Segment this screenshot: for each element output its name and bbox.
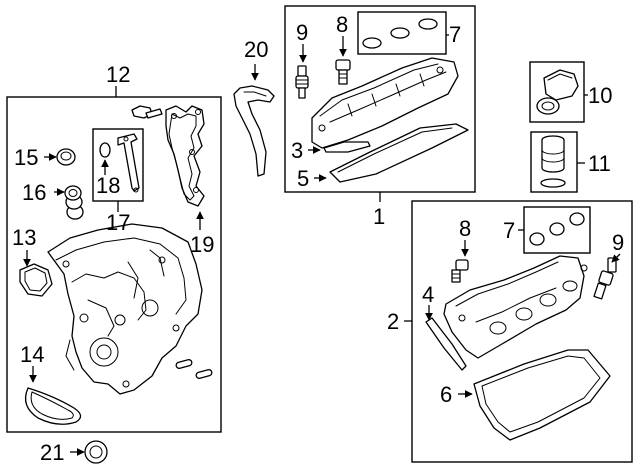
callout-5: 5	[297, 166, 309, 191]
part-9-sensor-top	[295, 65, 309, 99]
timing-cover	[47, 223, 203, 395]
callout-1: 1	[373, 204, 385, 229]
callout-21: 21	[40, 440, 64, 465]
part-5-gasket	[329, 123, 469, 183]
part-11-filter-adapter	[540, 135, 566, 188]
bolt-part	[131, 105, 163, 119]
callout-20: 20	[244, 37, 268, 62]
callout-13: 13	[12, 225, 36, 250]
callout-7-bottom: 7	[503, 218, 515, 243]
part-14-gasket	[24, 387, 82, 425]
callout-14: 14	[20, 342, 44, 367]
callout-17: 17	[106, 210, 130, 235]
dowel-pins	[175, 359, 213, 379]
callout-2: 2	[387, 309, 399, 334]
part-8-bolt-right	[451, 259, 469, 283]
part-17-tube	[117, 133, 140, 193]
callout-11: 11	[588, 151, 611, 176]
callout-8-top: 8	[336, 12, 348, 37]
part-20-hose	[233, 85, 275, 177]
part-15-seal	[56, 148, 76, 166]
callout-16: 16	[22, 180, 46, 205]
group-box-11	[530, 131, 578, 193]
callout-10: 10	[588, 83, 612, 108]
callout-18: 18	[96, 173, 120, 198]
valve-cover-right	[443, 255, 588, 359]
group-box-2	[411, 200, 633, 463]
part-10-cap	[536, 69, 579, 115]
leader-9-right	[611, 253, 621, 263]
callout-8-right: 8	[459, 216, 471, 241]
callout-7-top: 7	[449, 22, 461, 47]
callout-9-right: 9	[612, 230, 624, 255]
part-9-sensor-right	[593, 257, 617, 300]
callout-3: 3	[291, 138, 303, 163]
group-box-12	[6, 96, 222, 433]
callout-19: 19	[190, 232, 214, 257]
group-box-7-top	[357, 11, 447, 55]
part-8-bolt-top	[335, 59, 351, 85]
part-18-o-ring	[99, 142, 111, 158]
part-7-seals-bottom	[529, 212, 585, 246]
callout-9-top: 9	[296, 20, 308, 45]
part-6-gasket	[473, 349, 611, 441]
part-7-seals-top	[362, 18, 438, 49]
part-21-seal	[84, 440, 108, 464]
part-3-gasket	[323, 141, 371, 153]
callout-15: 15	[14, 145, 38, 170]
part-16-seal	[64, 185, 84, 220]
callout-12: 12	[106, 62, 130, 87]
part-19-gasket	[165, 105, 205, 207]
part-13-seal	[19, 263, 53, 297]
callout-4: 4	[422, 282, 434, 307]
callout-6: 6	[440, 382, 452, 407]
group-box-10	[529, 61, 585, 123]
